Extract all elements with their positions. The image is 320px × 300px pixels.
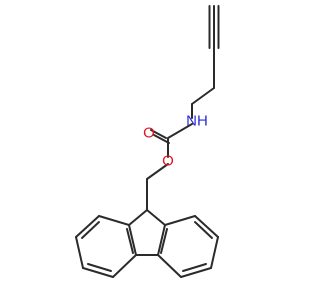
bond-o-ester-ch2 (146, 163, 169, 180)
fluorene-five-ring (128, 209, 166, 256)
atom-nh: NH (186, 113, 208, 130)
atom-o-ester: O (162, 153, 174, 170)
fluorene-right-benzene (157, 215, 219, 278)
fluorene-left-benzene (75, 215, 137, 278)
alkyne-triple-bond (208, 5, 220, 49)
atom-o-carbonyl: O (143, 125, 155, 142)
bond-nh-carbonyl (167, 123, 193, 139)
carbonyl-double-bond (150, 129, 170, 144)
molecule-structure: O NH O (75, 5, 220, 278)
bond-ch2-ch2 (191, 87, 215, 105)
